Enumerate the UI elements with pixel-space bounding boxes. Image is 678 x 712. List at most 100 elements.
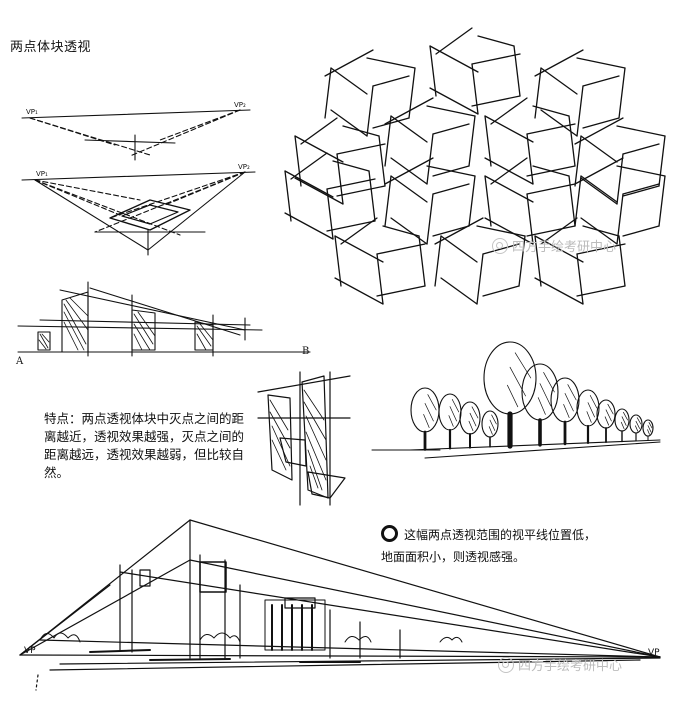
box-edge [540,67,578,95]
box-edge [622,185,660,197]
box-edge [336,143,386,155]
box-edge [429,45,479,73]
box-edge [534,49,584,77]
box-edge [390,217,428,245]
box-edge [432,123,470,135]
box-edge [574,157,624,185]
box-edge [534,235,542,287]
box-edge [294,135,344,163]
box-edge [340,217,378,245]
box-edge [574,175,582,227]
box-edge [384,97,434,125]
vp1-label: VP₁ [26,108,38,116]
tree-shading [563,384,577,418]
box-edge [432,225,470,237]
box-edge [334,235,384,263]
box-edge [616,165,666,177]
feature-description: 特点：两点透视体块中灭点之间的距离越近，透视效果越强，灭点之间的距离越远，透视效… [44,411,245,480]
box-edge [336,185,386,197]
caption-line-1: 这幅两点透视范围的视平线位置低， [381,524,651,546]
box-edge [576,253,584,305]
box-edge [290,152,328,180]
box-edge [532,165,570,177]
street-vp-left-label: VP [24,646,36,656]
box-edge [390,175,428,203]
street-vp-right-label: VP [648,648,660,658]
box-edge [390,115,428,143]
box-edge [408,67,416,119]
box-edge [534,277,584,305]
box-edge [622,183,660,195]
box-edge [534,67,542,119]
box-edge [471,63,479,115]
box-edge [513,45,521,97]
box-edge [376,285,426,297]
watermark: 四方手绘考研中心 [492,236,616,255]
box-edge [576,85,584,137]
box-edge [468,115,476,167]
box-edge [582,75,620,87]
box-edge [532,105,570,117]
box-edge [468,175,476,227]
box-edge [294,135,302,187]
box-edge [568,175,576,227]
vp1-label-2: VP₁ [36,170,48,178]
box-edge [332,160,370,172]
box-edge [576,285,626,297]
box-edge [434,235,442,287]
box-edge [334,277,384,305]
bullet-ring-icon [381,525,398,542]
box-edge [368,170,376,222]
box-edge [540,217,578,245]
box-edge [534,235,584,263]
box-edge [477,35,515,47]
box-edge [580,135,618,163]
box-edge [366,57,416,69]
box-edge [518,235,526,287]
vp2-label-2: VP₂ [238,163,250,171]
tree-shading [448,399,460,427]
box-edge [418,235,426,287]
box-edge [618,235,626,287]
box-edge [622,143,660,155]
box-edge [326,220,376,232]
box-edge [435,27,473,55]
tree-shading [423,394,437,428]
box-edge [471,53,521,65]
box-edge [376,243,426,255]
box-edge [568,115,576,167]
vp2-label: VP₂ [234,101,246,109]
box-edge [429,45,437,97]
box-edge [580,177,618,205]
caption-line-2: 地面面积小，则透视感强。 [381,550,526,564]
box-edge [616,125,666,137]
box-edge [490,157,528,185]
watermark: 四方手绘考研中心 [498,655,622,674]
box-edge [384,175,392,227]
box-edge [616,153,624,205]
box-edge [324,67,332,119]
box-edge [372,75,410,87]
box-edge [300,117,338,145]
box-edge [334,235,342,287]
box-edge [658,175,666,227]
box-edge [432,183,470,195]
box-edge [471,95,521,107]
box-edge [440,277,478,305]
box-edge [372,117,410,129]
box-edge [426,105,476,117]
box-edge [384,157,434,185]
box-edge [294,177,344,205]
box-edge [376,253,384,305]
box-edge [580,175,618,203]
box-edge [484,175,534,203]
box-edge [576,243,626,255]
box-edge [384,115,392,167]
box-edge [482,285,520,297]
box-edge [440,235,478,263]
box-edge [526,225,576,237]
box-edge [526,133,534,185]
